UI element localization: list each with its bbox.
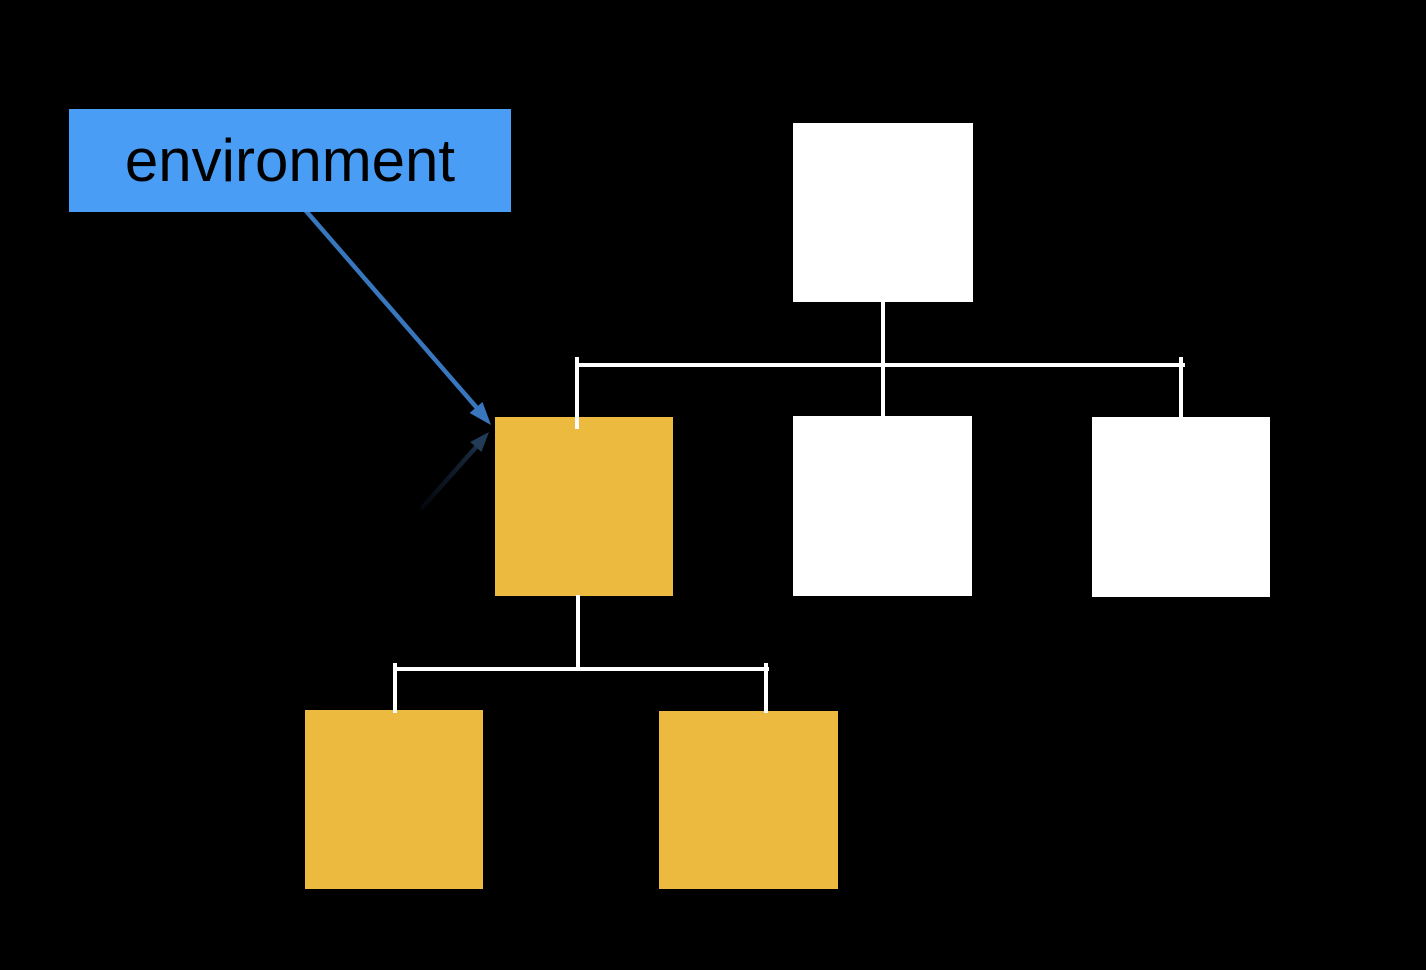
tree-node-root [793, 123, 973, 302]
tree-node-bottom-left-highlighted [305, 710, 483, 889]
annotation-arrow-shaft [298, 202, 479, 410]
tree-node-mid-right [1092, 417, 1270, 597]
tree-node-mid-left-highlighted [495, 417, 673, 596]
annotation-arrow-head-icon [469, 402, 491, 425]
annotation-arrow-reflection-shaft [419, 444, 479, 511]
annotation-label: environment [69, 109, 511, 212]
annotation-arrow-reflection-head-icon [470, 432, 489, 452]
tree-node-mid-center [793, 416, 972, 596]
tree-node-bottom-right-highlighted [659, 711, 838, 889]
annotation-label-text: environment [124, 126, 456, 194]
